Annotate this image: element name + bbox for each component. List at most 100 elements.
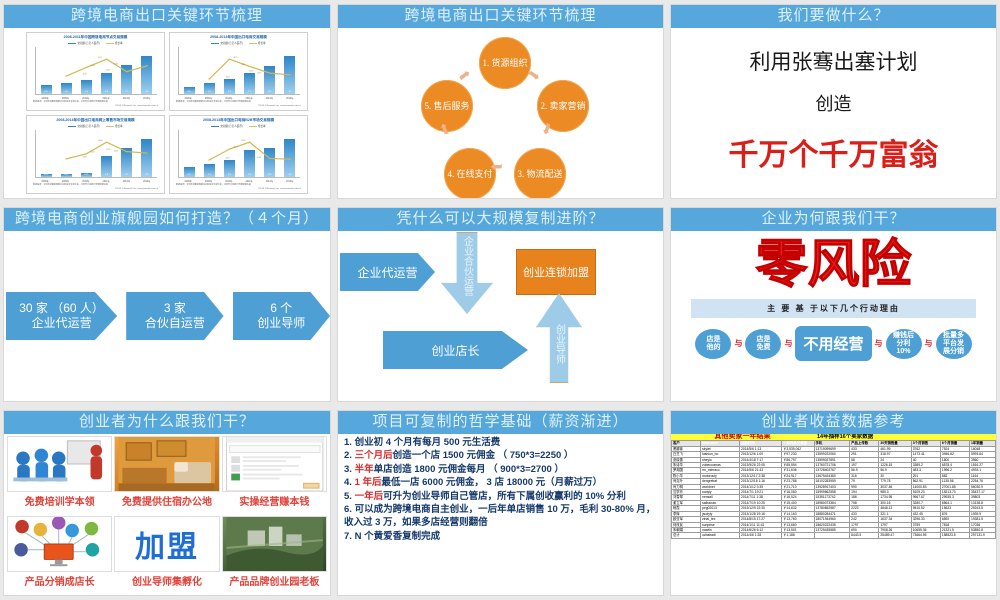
- pill-connector: 与: [784, 339, 793, 348]
- x-tick: 2012年: [265, 181, 274, 183]
- slide-flagship-plan[interactable]: 跨境电商创业旗舰园如何打造？（４个月） 30 家 （60 人） 企业代运营 3 …: [3, 207, 331, 402]
- park-photo: [221, 515, 327, 572]
- svg-text:33.0%: 33.0%: [114, 151, 119, 153]
- cycle-node-4[interactable]: 4. 在线支付: [444, 148, 496, 198]
- slide-cycle[interactable]: 跨境电商出口关键环节梳理 1. 货源组织 2. 卖家营销 3. 物流配送 4. …: [337, 4, 664, 199]
- bar: 0.9: [203, 83, 215, 94]
- cell-y1: 35437.17: [969, 489, 996, 496]
- cycle-node-3[interactable]: 3. 物流配送: [514, 148, 566, 198]
- chart-source: ©2013.1 iResearch Inc. www.iresearch.com…: [114, 188, 158, 190]
- slide-replication[interactable]: 凭什么可以大规模复制进阶？ 企业代运营 企业合伙运营 创业连锁加盟 创业导师 创…: [337, 207, 664, 402]
- cell-nick: uzbairadi: [700, 532, 741, 539]
- item-text: N 个黄爱香复制完成: [354, 530, 441, 542]
- item-text: 可升为创业导师自己管店，所有下属创收赢利的 10% 分利: [383, 490, 626, 502]
- item-text: 半年: [354, 463, 374, 475]
- chevron-step-2[interactable]: 3 家 合伙自运营: [126, 292, 224, 340]
- bar: 1.2: [203, 163, 215, 177]
- cell-phone: [813, 532, 851, 539]
- bar: 3.4: [284, 139, 296, 177]
- slide-charts[interactable]: 跨境电商出口关键环节梳理 2008-2011年中国跨境电商节点交易规模交易额(万…: [3, 4, 331, 199]
- item-text: 可以成为跨境电商自主创业，一后年单店销售 10 万，毛利 30-80% 月，收入…: [344, 504, 656, 529]
- chart-source: ©2013.1 iResearch Inc. www.iresearch.com…: [114, 105, 158, 107]
- pill-5[interactable]: 批量多平台发展分销: [935, 328, 972, 359]
- arrow-up-mentor: 创业导师: [536, 293, 582, 383]
- chart-line-labels: 25.0%32.0%48.0%35.0%33.0%: [83, 140, 119, 159]
- text-line-3-highlight: 千万个千万富翁: [728, 139, 939, 172]
- cycle-node-2[interactable]: 2. 卖家营销: [537, 80, 589, 132]
- item-number: 2.: [344, 450, 355, 462]
- slide-philosophy[interactable]: 项目可复制的哲学基础（薪资渐进） 1. 创业初 4 个月有每月 500 元生活费…: [337, 410, 664, 596]
- chevron-step-1[interactable]: 30 家 （60 人） 企业代运营: [6, 292, 118, 340]
- svg-text:45.0%: 45.0%: [241, 140, 246, 142]
- chart-line-labels: 18.0%41.7%33.0%25.0%23.0%: [226, 57, 262, 79]
- photo-cell[interactable]: 加盟 创业导师集孵化: [114, 515, 220, 594]
- pill-1[interactable]: 店是他的: [695, 328, 732, 359]
- x-tick: 2010年: [225, 98, 233, 100]
- pill-2[interactable]: 店是免费: [745, 328, 782, 359]
- photo-cell[interactable]: 实操经营赚本钱: [221, 436, 327, 514]
- x-tick: 2013年: [143, 98, 151, 100]
- photo-cell[interactable]: 产品品牌创业园老板: [221, 515, 327, 594]
- chart-legend: 交易额(万亿人民币)增长率: [30, 41, 161, 45]
- box-franchise[interactable]: 创业连锁加盟: [516, 249, 596, 295]
- x-tick: 2010年: [225, 181, 233, 183]
- box-store-manager[interactable]: 创业店长: [383, 331, 528, 369]
- svg-text:25.0%: 25.0%: [83, 156, 88, 158]
- photo-cell[interactable]: 免费培训学本领: [7, 436, 113, 514]
- bar: 0.6: [183, 86, 195, 94]
- chart-line: [65, 58, 149, 77]
- box-agency-operation[interactable]: 企业代运营: [340, 253, 435, 291]
- bar: 3.5: [141, 56, 153, 94]
- bar: 0.02: [40, 174, 52, 177]
- cell-m6: 158523.5: [939, 532, 971, 539]
- cycle-node-5[interactable]: 5. 售后服务: [421, 80, 473, 132]
- pill-3[interactable]: 不用经营: [795, 326, 872, 361]
- svg-text:32.9%: 32.9%: [114, 63, 119, 65]
- text-line-1: 利用张骞出塞计划: [749, 51, 918, 74]
- subtitle-banner: 主 要 基 于以下几个行动理由: [691, 299, 976, 318]
- legend-line: 增长率: [248, 41, 266, 45]
- chevron-step-3[interactable]: 6 个 创业导师: [232, 292, 330, 340]
- item-number: 7.: [344, 530, 355, 542]
- chevron-line-2: 合伙自运营: [144, 316, 205, 330]
- photo-cell[interactable]: 产品分销成店长: [7, 515, 113, 594]
- chevron-line-1: 6 个: [270, 301, 293, 315]
- svg-text:18.0%: 18.0%: [226, 77, 231, 79]
- slide-why-entrepreneurs[interactable]: 创业者为什么跟我们干？ 免费培训学本领: [3, 410, 331, 596]
- photo-cell[interactable]: 免费提供住宿办公地: [114, 436, 220, 514]
- item-number: 1.: [344, 437, 355, 448]
- x-tick: 2008年: [41, 181, 49, 183]
- x-tick: 2013年: [286, 98, 294, 100]
- chart-title: 2008-2013年中国出口电商交易规模: [210, 35, 267, 39]
- slide-what-to-do[interactable]: 我们要做什么？ 利用张骞出塞计划 创造 千万个千万富翁: [670, 4, 997, 199]
- svg-text:25.0%: 25.0%: [249, 71, 254, 73]
- legend-bars: 交易额(万亿人民币): [68, 41, 100, 45]
- philosophy-item: 6. 可以成为跨境电商自主创业，一后年单店销售 10 万，毛利 30-80% 月…: [344, 503, 657, 530]
- headline: 零风险: [755, 237, 912, 295]
- philosophy-item: 2. 三个月后创造一个店 1500 元佣金 （ 750*3=2250 ）: [344, 449, 657, 462]
- cell-y1: 19381.5: [969, 516, 996, 523]
- chart-line-labels: 22.0%36.0%45.0%24.0%23.0%: [226, 140, 262, 160]
- cycle-node-1[interactable]: 1. 货源组织: [479, 37, 531, 89]
- pill-connector: 与: [874, 339, 883, 348]
- slide-zero-risk[interactable]: 企业为何跟我们干？ 零风险 主 要 基 于以下几个行动理由 店是他的与店是免费与…: [670, 207, 997, 402]
- bar: 1.7: [244, 73, 255, 94]
